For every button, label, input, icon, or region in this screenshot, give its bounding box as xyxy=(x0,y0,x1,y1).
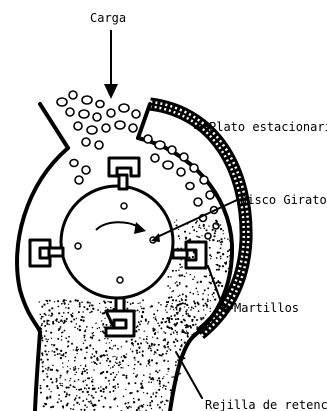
hammer-left xyxy=(30,240,63,266)
rotating-disc xyxy=(61,186,173,298)
hammer-right xyxy=(173,242,206,268)
feed-arrow xyxy=(104,30,118,99)
label-stationary-plate: Plato estacionario xyxy=(209,120,327,134)
label-hammers: Martillos xyxy=(234,301,299,315)
label-feed: Carga xyxy=(90,11,126,25)
label-rotating-disc: Disco Giratorio xyxy=(240,193,327,207)
label-retention-grate: Rejilla de retención xyxy=(205,398,327,411)
hammer-top xyxy=(109,158,139,189)
